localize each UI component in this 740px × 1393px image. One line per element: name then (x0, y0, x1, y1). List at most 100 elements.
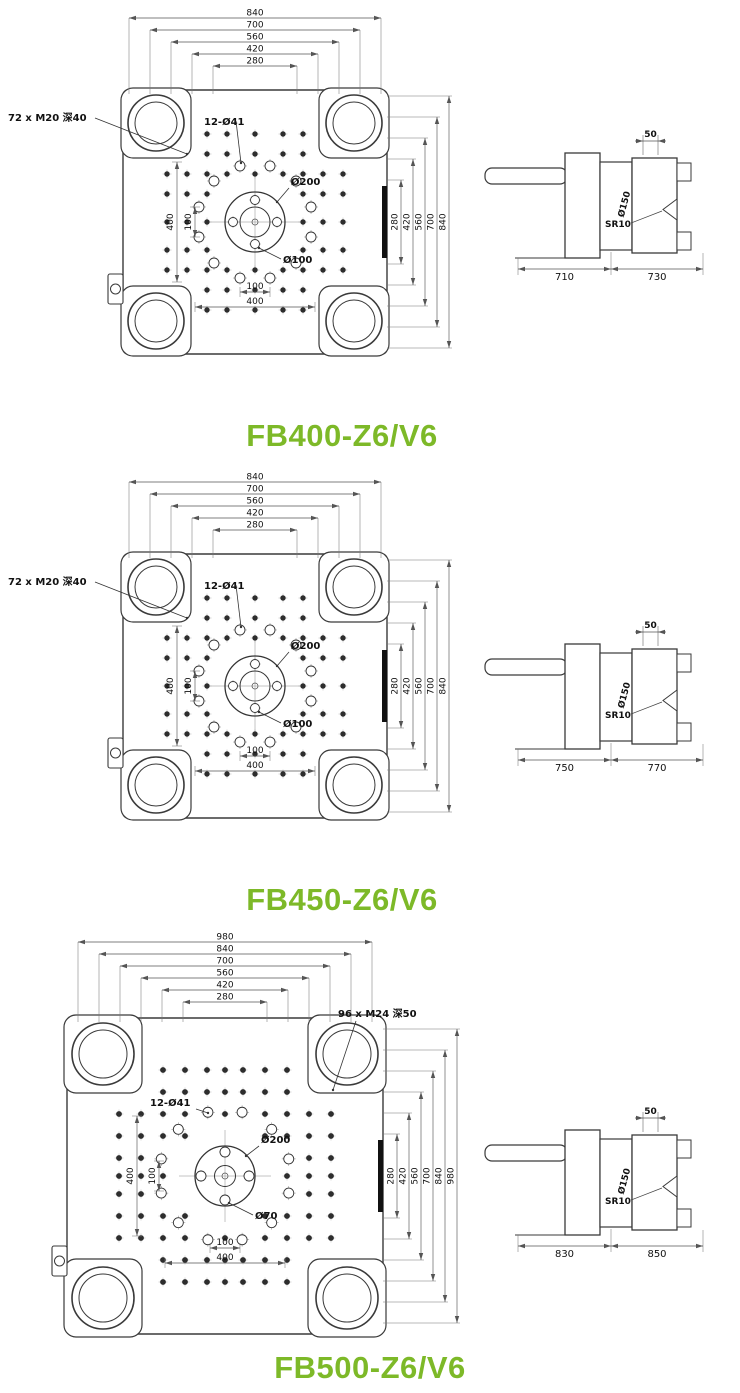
dim-label: 840 (435, 1167, 445, 1184)
ejector-holes-label: 12-Ø41 (150, 1097, 191, 1109)
tiebar-hole-outer (325, 756, 383, 814)
dim-label: 280 (246, 521, 263, 531)
tiebar-hole-inner (332, 565, 376, 609)
fixed-platen-side (564, 1129, 601, 1236)
ejector-holes-ring (191, 158, 319, 286)
ejector-holes-label: 12-Ø41 (204, 580, 245, 592)
dim-label: 700 (427, 677, 437, 694)
locating-ring-group (210, 641, 300, 731)
fixed-platen-side (564, 643, 601, 750)
locating-ring-label: Ø200 (291, 176, 320, 188)
locating-ring-group (179, 1130, 271, 1222)
injection-barrel (484, 1144, 568, 1162)
dim-label: 560 (246, 33, 263, 43)
dim-label: 400 (166, 213, 176, 230)
edge-slot (382, 650, 387, 722)
tiebar-hole-outer (325, 558, 383, 616)
locating-ring-group (210, 177, 300, 267)
side-sphere-radius-label: SR10 (605, 1197, 631, 1207)
tiebar-hole-outer (315, 1022, 379, 1086)
tiebar-hole-outer (71, 1266, 135, 1330)
side-nozzle-dim: 50 (644, 621, 657, 631)
tapped-holes-label: 72 x M20 深40 (8, 575, 87, 588)
bracket-hole (54, 1255, 65, 1267)
dim-label: 400 (246, 761, 263, 771)
fixed-platen-side (564, 152, 601, 259)
dim-label: 400 (166, 677, 176, 694)
dim-label: 700 (246, 485, 263, 495)
dim-label: 700 (246, 21, 263, 31)
tiebar-hole-outer (127, 94, 185, 152)
clamp-tab-bottom (676, 231, 692, 251)
dim-label: 100 (216, 1238, 233, 1248)
dim-label: 560 (415, 677, 425, 694)
locating-ring-label: Ø200 (291, 640, 320, 652)
dim-label: 840 (246, 9, 263, 19)
tiebar-hole-inner (332, 101, 376, 145)
side-bottom-dim-right: 730 (647, 272, 666, 283)
tapped-holes-label: 72 x M20 深40 (8, 111, 87, 124)
mold-block-side (599, 652, 633, 742)
dim-label: 280 (387, 1167, 397, 1184)
tiebar-hole-inner (322, 1029, 372, 1079)
tiebar-hole-inner (134, 565, 178, 609)
dim-label: 100 (184, 677, 194, 694)
ejector-holes-label: 12-Ø41 (204, 116, 245, 128)
bracket-hole (110, 747, 121, 759)
nozzle-notch (662, 198, 678, 221)
tiebar-hole-inner (332, 763, 376, 807)
nozzle-notch (662, 689, 678, 712)
side-sphere-radius-label: SR10 (605, 220, 631, 230)
dim-label: 840 (439, 677, 449, 694)
dim-label: 420 (216, 981, 233, 991)
side-bracket-tab (51, 1245, 68, 1277)
tiebar-hole-inner (78, 1029, 128, 1079)
tiebar-hole-inner (134, 299, 178, 343)
dim-label: 700 (216, 957, 233, 967)
dim-label: 100 (148, 1167, 158, 1184)
dim-label: 420 (246, 45, 263, 55)
dim-label: 420 (399, 1167, 409, 1184)
locating-ring-label: Ø200 (261, 1134, 290, 1146)
dim-label: 100 (246, 282, 263, 292)
bracket-hole (110, 283, 121, 295)
dim-label: 560 (415, 213, 425, 230)
tiebar-hole-outer (127, 292, 185, 350)
clamp-tab-top (676, 1139, 692, 1159)
dim-label: 560 (216, 969, 233, 979)
side-nozzle-dim: 50 (644, 130, 657, 140)
machine-title-fb450: FB450-Z6/V6 (246, 882, 438, 917)
side-bottom-dim-right: 850 (647, 1249, 666, 1260)
tiebar-hole-outer (325, 94, 383, 152)
tiebar-hole-outer (71, 1022, 135, 1086)
tiebar-hole-outer (325, 292, 383, 350)
side-bracket-tab (107, 737, 124, 769)
side-bottom-dim-left: 830 (555, 1249, 574, 1260)
dim-label: 400 (246, 297, 263, 307)
side-sphere-radius-label: SR10 (605, 711, 631, 721)
nozzle-notch (662, 1175, 678, 1198)
dim-label: 980 (216, 933, 233, 943)
edge-slot (382, 186, 387, 258)
side-bottom-dim-left: 710 (555, 272, 574, 283)
dim-label: 420 (403, 677, 413, 694)
dim-label: 400 (126, 1167, 136, 1184)
clamp-tab-bottom (676, 1208, 692, 1228)
tiebar-hole-inner (134, 101, 178, 145)
dim-label: 700 (423, 1167, 433, 1184)
clamp-tab-top (676, 162, 692, 182)
tiebar-hole-inner (78, 1273, 128, 1323)
